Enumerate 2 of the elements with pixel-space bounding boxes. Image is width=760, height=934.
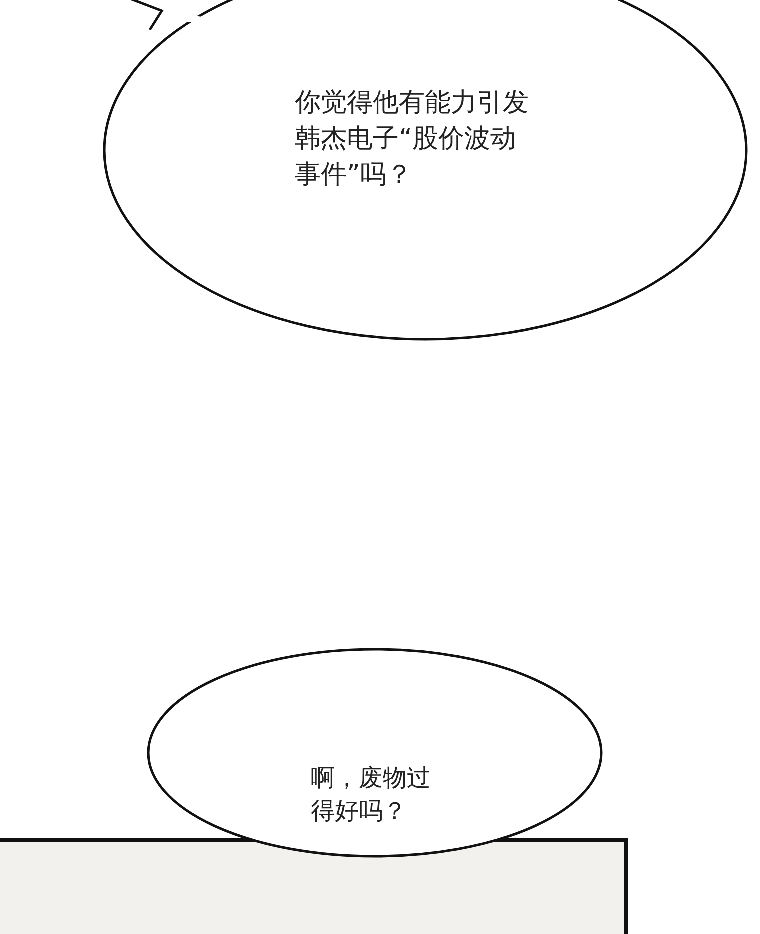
dialogue-text: 啊，废物过得好吗？ [311,763,431,828]
dialogue-text: 你觉得他有能力引发韩杰电子“股价波动事件”吗？ [295,87,530,192]
